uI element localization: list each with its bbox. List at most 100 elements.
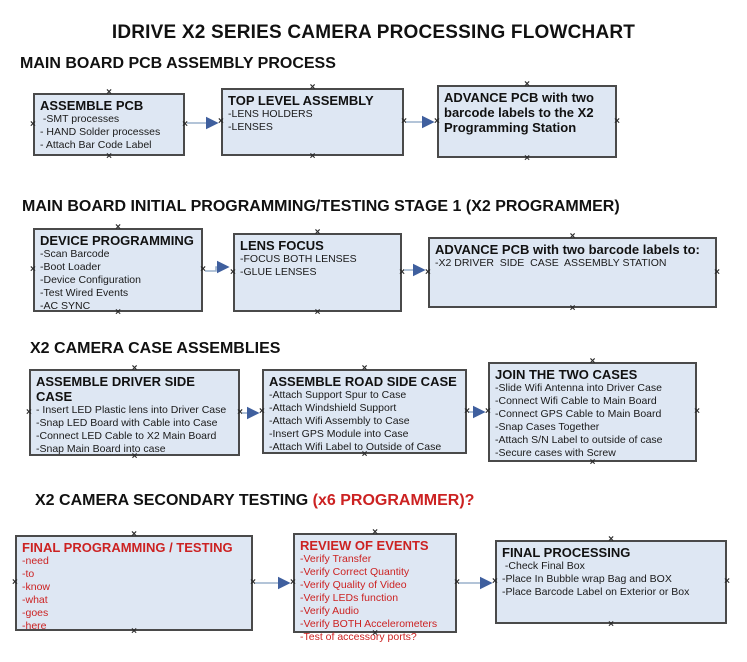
box-title: ADVANCE PCB with two barcode labels to t… [444, 90, 598, 135]
box-title: REVIEW OF EVENTS [300, 538, 429, 553]
connector-handle-icon: × [608, 619, 614, 630]
connector-handle-icon: × [106, 87, 112, 98]
box-title: ADVANCE PCB with two barcode labels to: [435, 242, 700, 257]
box-join-the-two-cases: JOIN THE TWO CASES -Slide Wifi Antenna i… [485, 357, 700, 468]
box-review-of-events: REVIEW OF EVENTS -Verify Transfer -Verif… [290, 528, 460, 644]
box-item: -Connect Wifi Cable to Main Board [495, 395, 657, 407]
page-title: IDRIVE X2 SERIES CAMERA PROCESSING FLOWC… [111, 22, 636, 43]
connector-handle-icon: × [314, 227, 321, 238]
box-item: -Secure cases with Screw [495, 447, 616, 459]
box-item: -Scan Barcode [40, 248, 110, 260]
box-lens-focus: LENS FOCUS -FOCUS BOTH LENSES -GLUE LENS… [230, 228, 405, 318]
box-item: -SMT processes [40, 113, 120, 125]
section-heading-pcb-assembly: MAIN BOARD PCB ASSEMBLY PROCESS [20, 55, 336, 72]
connector-handle-icon: × [309, 151, 316, 162]
box-item: -Verify Quality of Video [300, 579, 407, 591]
connector-handle-icon: × [569, 303, 576, 314]
connector-handle-icon: × [30, 264, 36, 275]
connector-handle-icon: × [589, 356, 596, 367]
box-advance-pcb-programming-station: ADVANCE PCB with two barcode labels to t… [434, 80, 620, 164]
connector-handle-icon: × [492, 576, 498, 587]
connector-handle-icon: × [524, 79, 530, 90]
connector-handle-icon: × [30, 118, 36, 130]
connector-handle-icon: × [372, 527, 378, 538]
connector-handle-icon: × [401, 116, 407, 127]
box-item: -here [22, 620, 47, 632]
box-title: LENS FOCUS [240, 238, 324, 253]
box-item: -need [22, 555, 49, 567]
connector-handle-icon: × [182, 118, 188, 130]
box-item: -Snap Cases Together [495, 421, 600, 433]
connector-handle-icon: × [131, 363, 138, 374]
box-device-programming: DEVICE PROGRAMMING -Scan Barcode -Boot L… [30, 223, 206, 318]
box-title: JOIN THE TWO CASES [495, 367, 638, 382]
section-heading-secondary-testing: X2 CAMERA SECONDARY TESTING (x6 PROGRAMM… [35, 492, 474, 510]
box-title: DEVICE PROGRAMMING [40, 233, 194, 248]
connector-handle-icon: × [106, 151, 112, 162]
box-item: -Snap Main Board into case [36, 443, 166, 455]
connector-handle-icon: × [12, 577, 18, 588]
connector-handle-icon: × [524, 153, 530, 164]
section-heading-case-assemblies: X2 CAMERA CASE ASSEMBLIES [30, 340, 281, 357]
box-item: -Verify Transfer [300, 553, 372, 565]
connector-handle-icon: × [309, 82, 316, 93]
connector-handle-icon: × [608, 534, 614, 545]
connector-handle-icon: × [290, 577, 296, 588]
connector-handle-icon: × [361, 363, 368, 374]
connector-handle-icon: × [131, 529, 137, 540]
box-item: -X2 DRIVER SIDE CASE ASSEMBLY STATION [435, 257, 667, 269]
connector-handle-icon: × [589, 457, 596, 468]
connector-handle-icon: × [569, 231, 576, 242]
connector-handle-icon: × [218, 116, 224, 127]
box-item: -Test Wired Events [40, 287, 129, 299]
box-item: - Insert LED Plastic lens into Driver Ca… [36, 404, 227, 416]
box-advance-pcb-driver-side-station: ADVANCE PCB with two barcode labels to: … [425, 232, 720, 314]
connector-handle-icon: × [399, 266, 405, 278]
connector-handle-icon: × [115, 222, 121, 233]
connector-handle-icon: × [614, 115, 620, 127]
box-item: -FOCUS BOTH LENSES [240, 253, 357, 265]
connector-handle-icon: × [724, 576, 730, 587]
box-item: -Slide Wifi Antenna into Driver Case [495, 382, 662, 394]
arrow-device-to-lensfocus [205, 260, 230, 274]
box-item: -LENSES [228, 121, 273, 133]
connector-handle-icon: × [314, 307, 321, 318]
section-heading-secondary-testing-black: X2 CAMERA SECONDARY TESTING [35, 492, 313, 509]
box-assemble-driver-side-case: ASSEMBLE DRIVER SIDE CASE - Insert LED P… [26, 364, 243, 462]
box-item: -Boot Loader [40, 261, 101, 273]
box-item: -Place In Bubble wrap Bag and BOX [502, 573, 672, 585]
connector-handle-icon: × [200, 264, 206, 275]
connector-handle-icon: × [485, 406, 491, 417]
box-item: -Attach Support Spur to Case [269, 389, 407, 401]
connector-handle-icon: × [454, 577, 460, 588]
box-item: -Verify Audio [300, 605, 359, 617]
section-heading-secondary-testing-red: (x6 PROGRAMMER)? [312, 492, 475, 509]
connector-handle-icon: × [230, 266, 236, 278]
box-item: -Check Final Box [502, 560, 585, 572]
box-item: - Attach Bar Code Label [40, 139, 152, 151]
box-title: ASSEMBLE PCB [40, 98, 144, 113]
box-item: -to [22, 568, 35, 580]
box-title: ASSEMBLE DRIVER SIDE CASE [36, 374, 199, 404]
box-item: -Attach Wifi Assembly to Case [269, 415, 410, 427]
box-item: -GLUE LENSES [240, 266, 317, 278]
connector-handle-icon: × [259, 405, 265, 417]
connector-handle-icon: × [464, 405, 470, 417]
box-item: -Verify Correct Quantity [300, 566, 410, 578]
connector-handle-icon: × [26, 406, 32, 418]
connector-handle-icon: × [694, 406, 700, 417]
box-item: -Test of accessory ports? [300, 631, 417, 643]
box-title: TOP LEVEL ASSEMBLY [228, 93, 374, 108]
box-final-processing: FINAL PROCESSING -Check Final Box -Place… [492, 535, 730, 630]
box-title: ASSEMBLE ROAD SIDE CASE [269, 374, 457, 389]
box-item: -Snap LED Board with Cable into Case [36, 417, 218, 429]
connector-handle-icon: × [434, 115, 440, 127]
box-assemble-road-side-case: ASSEMBLE ROAD SIDE CASE -Attach Support … [259, 364, 470, 460]
box-item: -Connect GPS Cable to Main Board [495, 408, 662, 420]
box-item: -Connect LED Cable to X2 Main Board [36, 430, 217, 442]
section-heading-initial-programming: MAIN BOARD INITIAL PROGRAMMING/TESTING S… [22, 198, 620, 215]
connector-handle-icon: × [425, 266, 431, 278]
box-title: FINAL PROCESSING [502, 545, 631, 560]
box-title: FINAL PROGRAMMING / TESTING [22, 540, 233, 555]
